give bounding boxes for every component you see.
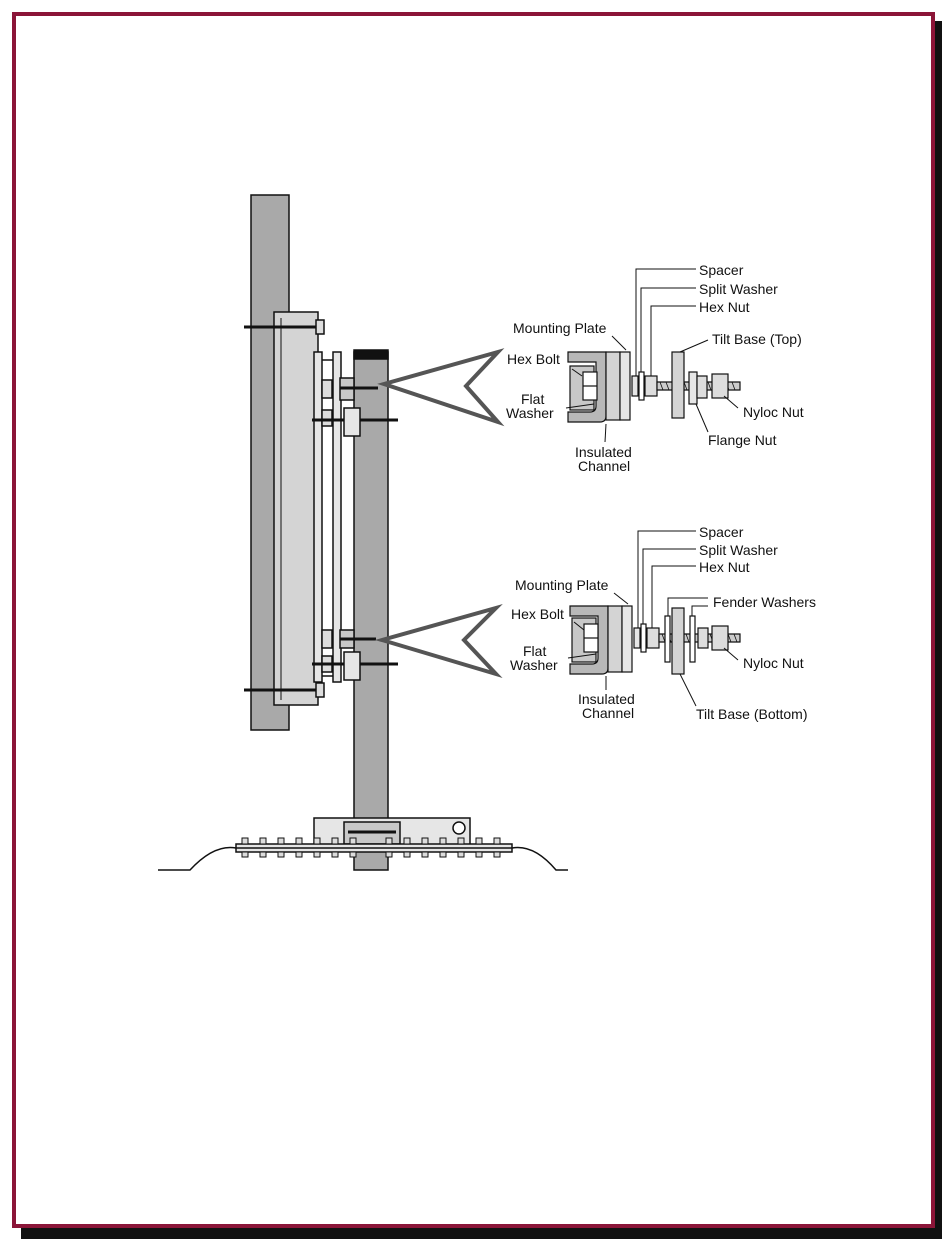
label-top-hex-nut: Hex Nut: [699, 299, 750, 315]
bottom-tilt-base: [672, 608, 684, 674]
label-bottom-mounting-plate: Mounting Plate: [515, 577, 609, 593]
label-top-washer: Washer: [506, 405, 554, 421]
bottom-nyloc-nut: [712, 626, 728, 650]
bottom-callout-arrow: [382, 608, 496, 674]
label-top-tilt-base: Tilt Base (Top): [712, 331, 802, 347]
bottom-mounting-plate: [608, 606, 622, 672]
label-bottom-spacer: Spacer: [699, 524, 744, 540]
label-top-mounting-plate: Mounting Plate: [513, 320, 607, 336]
bottom-detail-labels: Spacer Split Washer Hex Nut Mounting Pla…: [510, 524, 816, 722]
top-detail-hardware: [568, 352, 740, 422]
bottom-fender-washer-2: [690, 616, 695, 662]
label-bottom-tilt-base: Tilt Base (Bottom): [696, 706, 808, 722]
label-top-channel: Channel: [578, 458, 630, 474]
top-tilt-base: [672, 352, 684, 418]
top-callout-arrow: [384, 352, 498, 422]
label-top-nyloc-nut: Nyloc Nut: [743, 404, 804, 420]
label-bottom-split-washer: Split Washer: [699, 542, 778, 558]
label-top-hex-bolt: Hex Bolt: [507, 351, 560, 367]
top-nyloc-nut: [712, 374, 728, 398]
label-bottom-hex-nut: Hex Nut: [699, 559, 750, 575]
label-bottom-washer: Washer: [510, 657, 558, 673]
pole-cap: [354, 350, 388, 359]
label-bottom-fender-washers: Fender Washers: [713, 594, 816, 610]
label-bottom-nyloc-nut: Nyloc Nut: [743, 655, 804, 671]
mounting-bracket-outer: [314, 352, 322, 682]
bottom-fender-washer-1: [665, 616, 670, 662]
label-top-flange-nut: Flange Nut: [708, 432, 777, 448]
label-top-spacer: Spacer: [699, 262, 744, 278]
top-detail-labels: Spacer Split Washer Hex Nut Mounting Pla…: [506, 262, 804, 474]
label-bottom-channel: Channel: [582, 705, 634, 721]
antenna-assembly: [158, 195, 568, 870]
bottom-detail-hardware: [570, 606, 740, 674]
label-bottom-hex-bolt: Hex Bolt: [511, 606, 564, 622]
top-flange-nut: [689, 372, 697, 404]
top-mounting-plate: [606, 352, 620, 420]
label-top-split-washer: Split Washer: [699, 281, 778, 297]
